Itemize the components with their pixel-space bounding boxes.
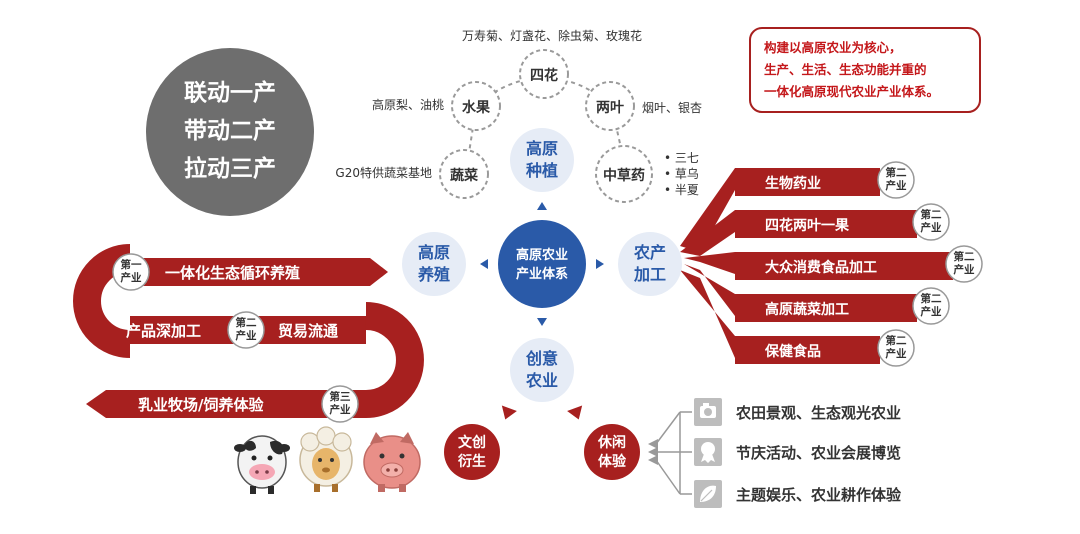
svg-text:第二: 第二 — [886, 334, 907, 347]
svg-text:高原: 高原 — [526, 139, 558, 158]
slogan-line-2: 带动二产 — [184, 117, 276, 144]
processing-item-3: 高原蔬菜加工 第二 产业 — [765, 287, 950, 325]
svg-text:高原蔬菜加工: 高原蔬菜加工 — [765, 301, 849, 318]
svg-text:主题娱乐、农业耕作体验: 主题娱乐、农业耕作体验 — [736, 486, 902, 504]
svg-text:产业: 产业 — [921, 221, 942, 234]
slogan-line-1: 联动一产 — [184, 79, 276, 106]
note-line-1: 构建以高原农业为核心， — [764, 40, 902, 55]
label-herbs-list: • 三七 • 草乌 • 半夏 — [664, 151, 699, 197]
svg-text:• 草乌: • 草乌 — [664, 166, 699, 181]
svg-text:种植: 种植 — [525, 161, 558, 180]
svg-text:节庆活动、农业会展博览: 节庆活动、农业会展博览 — [736, 444, 901, 462]
svg-text:产业: 产业 — [921, 305, 942, 318]
creative-arrows — [501, 405, 583, 420]
svg-text:产品深加工: 产品深加工 — [126, 322, 201, 340]
experience-item-1: 节庆活动、农业会展博览 — [694, 438, 901, 466]
svg-text:体验: 体验 — [598, 453, 627, 470]
svg-text:乳业牧场/饲养体验: 乳业牧场/饲养体验 — [138, 396, 264, 414]
cow-illustration — [234, 435, 290, 494]
node-leisure: 休闲 体验 — [584, 424, 640, 480]
svg-text:保健食品: 保健食品 — [764, 343, 821, 360]
node-breeding: 高原 养殖 — [402, 232, 466, 296]
processing-item-2: 大众消费食品加工 第二 产业 — [765, 245, 983, 283]
node-processing: 农产 加工 — [618, 232, 682, 296]
processing-item-4: 保健食品 第二 产业 — [764, 329, 915, 367]
label-flowers: 万寿菊、灯盏花、除虫菊、玫瑰花 — [462, 28, 642, 43]
planting-item-herbs: 中草药 — [595, 145, 653, 203]
label-leaves: 烟叶、银杏 — [642, 101, 702, 115]
processing-item-0: 生物药业 第二 产业 — [765, 161, 915, 199]
svg-text:蔬菜: 蔬菜 — [450, 167, 479, 184]
svg-text:休闲: 休闲 — [597, 434, 626, 451]
svg-text:• 半夏: • 半夏 — [664, 183, 699, 197]
pig-illustration — [363, 432, 421, 492]
note-box: 构建以高原农业为核心， 生产、生活、生态功能并重的 一体化高原现代农业产业体系。 — [749, 27, 981, 113]
breeding-snake — [73, 244, 424, 418]
label-vegetables: G20特供蔬菜基地 — [335, 165, 432, 180]
svg-text:产业: 产业 — [886, 179, 907, 192]
svg-text:第二: 第二 — [236, 316, 257, 329]
sheep-illustration — [299, 426, 353, 492]
svg-text:产业: 产业 — [886, 347, 907, 360]
svg-text:中草药: 中草药 — [603, 167, 645, 184]
svg-text:四花两叶一果: 四花两叶一果 — [765, 217, 850, 234]
planting-item-fruit: 水果 — [451, 81, 501, 131]
svg-text:产业: 产业 — [330, 403, 351, 416]
svg-text:第三: 第三 — [330, 390, 351, 403]
svg-text:农田景观、生态观光农业: 农田景观、生态观光农业 — [735, 404, 901, 422]
svg-text:四花: 四花 — [530, 67, 558, 84]
svg-text:生物药业: 生物药业 — [765, 175, 821, 192]
svg-text:两叶: 两叶 — [596, 100, 624, 116]
svg-text:农业: 农业 — [525, 371, 558, 390]
svg-text:创意: 创意 — [525, 349, 558, 368]
svg-text:贸易流通: 贸易流通 — [278, 322, 338, 340]
svg-text:高原农业: 高原农业 — [516, 247, 568, 263]
processing-item-1: 四花两叶一果 第二 产业 — [765, 203, 950, 241]
breeding-row-1: 产品深加工 第二 产业 贸易流通 — [126, 311, 338, 349]
experience-item-0: 农田景观、生态观光农业 — [694, 398, 901, 426]
note-line-3: 一体化高原现代农业产业体系。 — [764, 84, 939, 99]
svg-text:第二: 第二 — [954, 250, 975, 263]
experience-connector — [655, 411, 692, 495]
planting-item-flowers: 四花 — [519, 49, 569, 99]
planting-item-vegetables: 蔬菜 — [439, 149, 489, 199]
svg-text:加工: 加工 — [633, 265, 666, 284]
svg-text:产业: 产业 — [121, 271, 142, 284]
slogan-circle: 联动一产 带动二产 拉动三产 — [146, 48, 314, 216]
svg-text:养殖: 养殖 — [417, 265, 450, 284]
label-fruit: 高原梨、油桃 — [372, 97, 444, 112]
svg-text:高原: 高原 — [418, 243, 450, 262]
node-creative: 创意 农业 — [510, 338, 574, 402]
breeding-row-2: 乳业牧场/饲养体验 第三 产业 — [138, 385, 359, 423]
svg-text:产业: 产业 — [954, 263, 975, 276]
svg-text:第二: 第二 — [921, 208, 942, 221]
processing-fan — [680, 168, 953, 364]
svg-text:农产: 农产 — [633, 243, 666, 262]
svg-text:大众消费食品加工: 大众消费食品加工 — [765, 259, 877, 276]
slogan-line-3: 拉动三产 — [184, 155, 276, 182]
planting-item-leaves: 两叶 — [585, 81, 635, 131]
node-culture: 文创 衍生 — [444, 424, 500, 480]
experience-arrowheads — [648, 439, 658, 465]
svg-text:一体化生态循环养殖: 一体化生态循环养殖 — [165, 264, 300, 282]
svg-text:产业体系: 产业体系 — [516, 266, 568, 282]
svg-text:衍生: 衍生 — [457, 453, 486, 470]
svg-text:第一: 第一 — [121, 258, 142, 271]
center-circle: 高原农业 产业体系 — [498, 220, 586, 308]
svg-text:• 三七: • 三七 — [664, 151, 699, 165]
svg-text:文创: 文创 — [458, 434, 486, 451]
svg-text:水果: 水果 — [462, 99, 491, 116]
experience-item-2: 主题娱乐、农业耕作体验 — [694, 480, 902, 508]
breeding-row-0: 第一 产业 一体化生态循环养殖 — [112, 253, 300, 291]
center-arrows — [480, 202, 604, 326]
svg-text:产业: 产业 — [236, 329, 257, 342]
note-line-2: 生产、生活、生态功能并重的 — [764, 62, 927, 77]
node-planting: 高原 种植 — [510, 128, 574, 192]
svg-text:第二: 第二 — [921, 292, 942, 305]
svg-text:第二: 第二 — [886, 166, 907, 179]
